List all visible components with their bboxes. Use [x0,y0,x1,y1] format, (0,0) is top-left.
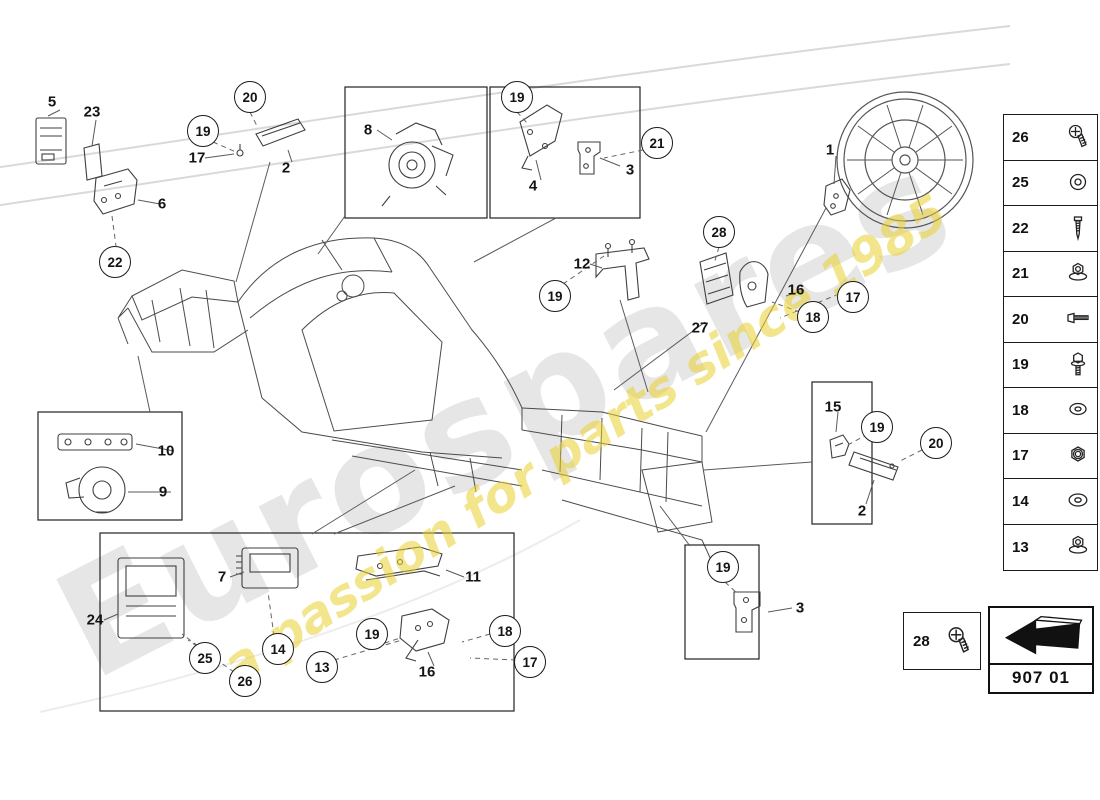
flange-nut-icon [1068,535,1088,554]
callout-4[interactable]: 4 [528,177,538,195]
fastener-number: 17 [1012,447,1029,465]
fastener-item-28[interactable]: 28 [903,612,981,670]
fastener-number: 25 [1012,174,1029,192]
diagram-code: 907 01 [990,663,1092,692]
pan-head-screw-icon [948,627,970,653]
fastener-number: 26 [1012,128,1029,146]
flange-nut-icon [1068,262,1088,281]
callout-25[interactable]: 25 [189,642,221,674]
dashed-leader-lines [111,111,923,673]
callout-28[interactable]: 28 [703,216,735,248]
callout-19[interactable]: 19 [356,618,388,650]
fastener-number: 19 [1012,356,1029,374]
fastener-number: 28 [913,632,930,650]
hex-nut-icon [1071,446,1085,462]
callout-19[interactable]: 19 [707,551,739,583]
fastener-number: 14 [1012,492,1029,510]
callout-9[interactable]: 9 [158,483,168,501]
callout-2[interactable]: 2 [281,159,291,177]
callout-23[interactable]: 23 [83,103,101,121]
callout-3[interactable]: 3 [625,161,635,179]
direction-arrow-icon [990,608,1092,663]
hex-bolt-icon [1070,351,1086,376]
fastener-item-17[interactable]: 17 [1004,434,1097,479]
fastener-number: 20 [1012,310,1029,328]
callout-18[interactable]: 18 [797,301,829,333]
callout-5[interactable]: 5 [47,93,57,111]
callout-8[interactable]: 8 [363,121,373,139]
part-sketches [35,104,899,662]
callout-16[interactable]: 16 [418,663,436,681]
callout-17[interactable]: 17 [514,646,546,678]
callout-20[interactable]: 20 [920,427,952,459]
callout-1[interactable]: 1 [825,141,835,159]
callout-19[interactable]: 19 [539,280,571,312]
fastener-number: 22 [1012,219,1029,237]
fastener-item-25[interactable]: 25 [1004,161,1097,206]
callout-19[interactable]: 19 [861,411,893,443]
callout-26[interactable]: 26 [229,665,261,697]
callout-10[interactable]: 10 [157,442,175,460]
callout-6[interactable]: 6 [157,195,167,213]
tapping-screw-icon [1073,216,1083,242]
callout-18[interactable]: 18 [489,615,521,647]
fastener-item-26[interactable]: 26 [1004,115,1097,161]
fastener-number: 13 [1012,538,1029,556]
pan-head-screw-icon [1068,125,1087,148]
callout-3[interactable]: 3 [795,599,805,617]
callout-19[interactable]: 19 [187,115,219,147]
fastener-sidebar: 26 25 22 21 [1003,114,1098,571]
fastener-item-13[interactable]: 13 [1004,525,1097,571]
fastener-number: 18 [1012,401,1029,419]
callout-22[interactable]: 22 [99,246,131,278]
callout-17[interactable]: 17 [188,149,206,167]
callout-17[interactable]: 17 [837,281,869,313]
callout-21[interactable]: 21 [641,127,673,159]
fastener-item-21[interactable]: 21 [1004,252,1097,297]
logo-swoosh-curves [0,25,1011,713]
diagram-code-box[interactable]: 907 01 [988,606,1094,694]
callout-7[interactable]: 7 [217,568,227,586]
callout-2[interactable]: 2 [857,502,867,520]
callout-15[interactable]: 15 [824,398,842,416]
fastener-item-18[interactable]: 18 [1004,388,1097,434]
fastener-item-19[interactable]: 19 [1004,343,1097,388]
fastener-item-22[interactable]: 22 [1004,206,1097,252]
callout-24[interactable]: 24 [86,611,104,629]
callout-27[interactable]: 27 [691,319,709,337]
wheel-rim-sketch [836,91,974,229]
callout-19[interactable]: 19 [501,81,533,113]
chassis-wireframe [117,237,713,563]
callout-16[interactable]: 16 [787,281,805,299]
callout-14[interactable]: 14 [262,633,294,665]
callout-20[interactable]: 20 [234,81,266,113]
long-bolt-icon [1067,312,1089,324]
fastener-item-14[interactable]: 14 [1004,479,1097,525]
leader-lines [47,109,875,667]
callout-11[interactable]: 11 [465,568,481,586]
fastener-item-20[interactable]: 20 [1004,297,1097,343]
callout-12[interactable]: 12 [573,255,591,273]
washer-icon [1069,173,1087,190]
large-washer-icon [1068,493,1088,507]
callout-13[interactable]: 13 [306,651,338,683]
flat-washer-icon [1069,403,1087,416]
fastener-number: 21 [1012,265,1029,283]
